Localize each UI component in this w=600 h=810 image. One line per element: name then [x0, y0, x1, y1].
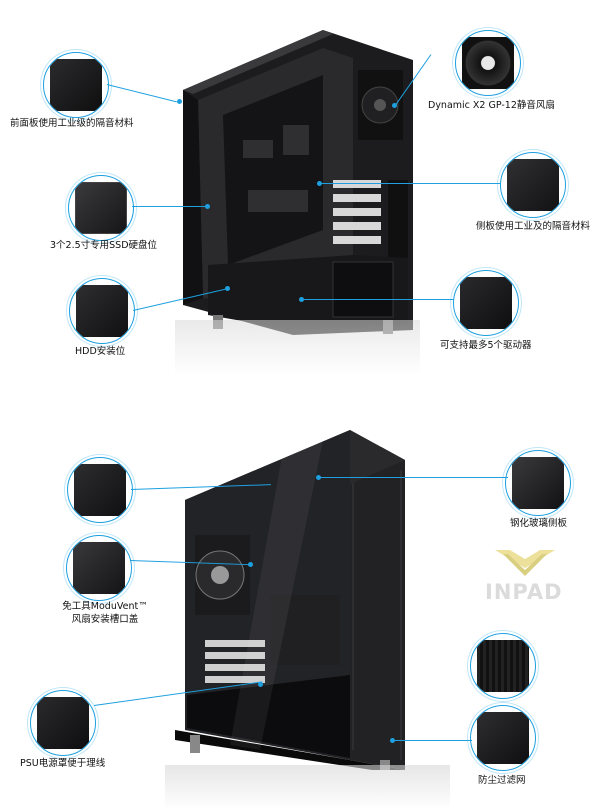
- dust-filter-leader-dot: [390, 738, 395, 743]
- fan-callout-circle: [455, 30, 521, 96]
- drive-support-leader-line: [302, 299, 454, 300]
- drive-support-label: 可支持最多5个驱动器: [440, 340, 532, 351]
- ssd-bay-leader-line: [132, 206, 207, 207]
- pc-case-tempered-glass-image: [175, 430, 405, 770]
- moduvent-callout-circle: [66, 535, 132, 601]
- moduvent-label-line2: 风扇安装槽口盖: [71, 614, 139, 625]
- dust-filter-leader-line: [392, 740, 472, 741]
- dust-filter-callout-circle: [470, 705, 536, 771]
- psu-shroud-label: PSU电源罩便于理线: [20, 758, 106, 769]
- side-panel-label: 侧板使用工业及的隔音材料: [476, 221, 591, 232]
- top-panel: 前面板使用工业级的隔音材料 3个2.5寸专用SSD硬盘位 HDD安装位 Dyna…: [10, 30, 591, 375]
- front-panel-label: 前面板使用工业级的隔音材料: [10, 118, 134, 129]
- tempered-glass-leader-dot: [316, 475, 321, 480]
- drive-support-callout-circle: [453, 270, 519, 336]
- tempered-glass-callout-circle: [505, 450, 571, 516]
- inpad-watermark: INPAD: [485, 550, 580, 615]
- ssd-bay-callout-circle: [68, 175, 134, 241]
- moduvent-leader-dot: [248, 562, 253, 567]
- psu-shroud-callout-circle: [30, 690, 96, 756]
- case-reflection: [165, 765, 450, 810]
- side-panel-leader-dot: [317, 181, 322, 186]
- front-panel-callout-circle: [43, 52, 109, 118]
- front-panel-leader-line: [106, 84, 177, 103]
- front-panel-leader-dot: [177, 99, 182, 104]
- side-vent-callout-circle: [470, 633, 536, 699]
- drive-support-leader-dot: [299, 297, 304, 302]
- dust-filter-label: 防尘过滤网: [478, 775, 526, 786]
- pc-case-open-interior-image: [183, 30, 413, 335]
- moduvent-top-callout-circle: [67, 457, 133, 523]
- fan-leader-dot: [392, 103, 397, 108]
- tempered-glass-leader-line: [318, 477, 508, 478]
- ssd-bay-label: 3个2.5寸专用SSD硬盘位: [50, 240, 158, 251]
- hdd-bay-label: HDD安装位: [75, 346, 126, 357]
- moduvent-label-line1: 免工具ModuVent™: [62, 601, 148, 612]
- hdd-bay-callout-circle: [69, 278, 135, 344]
- fan-label: Dynamic X2 GP-12静音风扇: [428, 100, 555, 111]
- case-reflection: [175, 320, 420, 375]
- side-panel-callout-circle: [500, 152, 566, 218]
- hdd-bay-leader-dot: [225, 286, 230, 291]
- tempered-glass-label: 钢化玻璃侧板: [510, 518, 568, 529]
- watermark-text: INPAD: [485, 580, 563, 604]
- side-panel-leader-line: [320, 183, 500, 184]
- bottom-panel: INPAD 免工具ModuVent™ 风扇安装槽口盖 PSU电源罩便于理线 钢化…: [0, 405, 600, 810]
- psu-shroud-leader-dot: [258, 682, 263, 687]
- ssd-bay-leader-dot: [205, 204, 210, 209]
